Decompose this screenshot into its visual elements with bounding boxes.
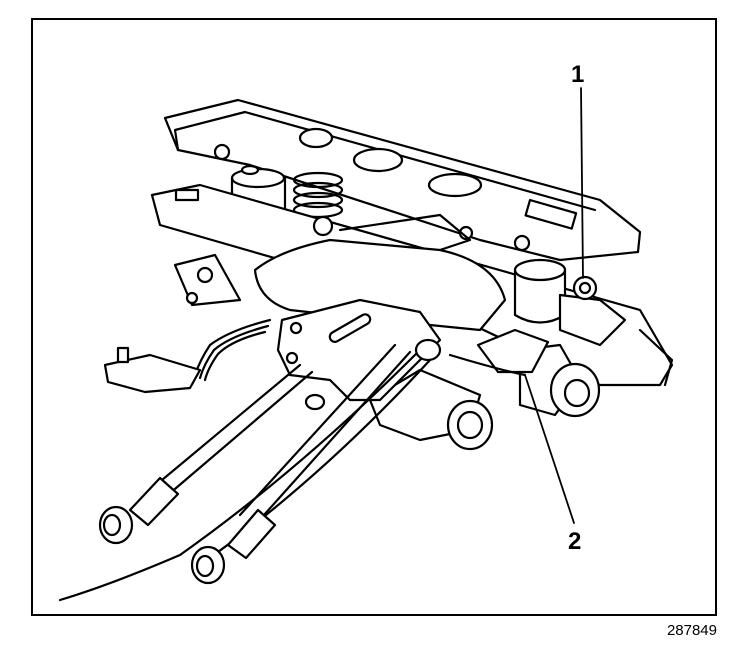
callout-1: 1 [571, 61, 585, 88]
mounting-bracket [276, 298, 442, 402]
reference-number: 287849 [666, 622, 717, 639]
callout-2: 2 [568, 528, 582, 555]
cable-end-1 [98, 476, 180, 545]
drive-cables [58, 343, 432, 602]
leader-line-2 [524, 374, 575, 524]
gear-housing [253, 213, 507, 332]
wiring-harness [193, 318, 272, 382]
rear-post [513, 258, 627, 347]
leader-line-1 [580, 87, 584, 279]
cable-collar [304, 338, 442, 411]
nut-1 [572, 275, 598, 301]
upper-seat-rail [163, 98, 642, 262]
coil-spring [292, 171, 344, 219]
retaining-clip [448, 328, 550, 377]
cable-end-2 [190, 508, 277, 585]
electrical-connector [103, 346, 202, 394]
